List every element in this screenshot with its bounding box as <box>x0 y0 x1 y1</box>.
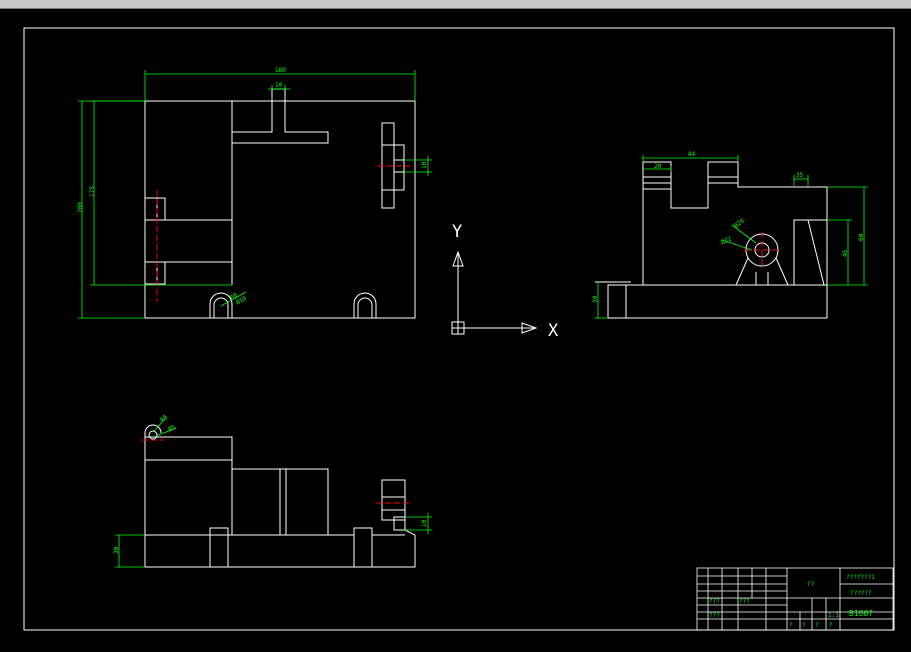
front-view-dimensions <box>78 70 432 319</box>
title-bottom-label-4: ? <box>829 622 833 629</box>
side-dim-hole-d: Ø22 <box>720 235 733 246</box>
top-view-centerlines <box>142 439 412 504</box>
title-bottom-label-2: ? <box>802 622 806 629</box>
top-dim-hole-r: R8 <box>159 413 169 423</box>
top-dim-right-h: 10 <box>421 519 428 527</box>
front-dim-slot: 10 <box>275 82 283 89</box>
title-block <box>696 567 894 631</box>
ucs-icon <box>451 250 538 335</box>
top-view-dimension-text: 30 10 R8 Ø5 <box>113 413 428 554</box>
front-view-dimension-text: 180 10 200 175 10 R8 Ø10 <box>77 67 428 306</box>
side-view-dimensions <box>595 155 868 319</box>
front-dim-hole-d: Ø10 <box>235 295 248 307</box>
cad-drawing-canvas[interactable]: 180 10 200 175 10 R8 Ø10 Y X <box>0 8 911 652</box>
side-dim-left-h: 30 <box>592 295 599 303</box>
ucs-x-label: X <box>548 321 559 341</box>
ucs-labels: Y X <box>452 222 559 341</box>
title-row-label-1: ??? <box>709 598 720 605</box>
side-view-centerlines <box>744 232 780 268</box>
title-drawing-name: ?? <box>807 581 815 588</box>
side-view <box>595 161 828 319</box>
title-company-line2: ?????? <box>850 590 872 597</box>
front-view-outline <box>144 100 416 319</box>
title-drawing-number: B1007 <box>849 609 873 618</box>
side-dim-top-step: 20 <box>654 163 662 170</box>
title-block-text: ?? ???????1 ?????? B1007 1:1 ??? ??? ???… <box>709 574 875 629</box>
top-view <box>144 424 416 568</box>
window-top-bar <box>0 0 911 9</box>
top-dim-hole-d: Ø5 <box>167 424 177 434</box>
title-row-label-3: ??? <box>739 598 750 605</box>
front-dim-right-small: 10 <box>421 161 428 169</box>
side-dim-right-h1: 60 <box>858 233 865 241</box>
side-dim-right-h2: 45 <box>842 249 849 257</box>
front-view <box>144 88 416 319</box>
front-dim-width: 180 <box>275 67 286 74</box>
side-view-dimension-text: 84 20 35 60 45 30 R20 Ø22 <box>592 151 865 303</box>
front-dim-hole-r: R8 <box>229 292 239 302</box>
side-dim-hole-r: R20 <box>733 217 746 230</box>
front-dim-height-outer: 200 <box>77 202 84 213</box>
front-dim-height-inner: 175 <box>89 186 96 197</box>
top-view-dimensions <box>115 417 432 568</box>
top-dim-left-h: 30 <box>113 546 120 554</box>
side-dim-right-top: 35 <box>796 172 804 179</box>
title-bottom-label-3: ? <box>815 622 819 629</box>
title-bottom-label-1: ? <box>789 622 793 629</box>
title-row-label-2: ??? <box>709 612 720 619</box>
drawing-border <box>23 27 895 631</box>
front-view-centerlines <box>156 165 410 302</box>
ucs-y-label: Y <box>452 222 462 242</box>
side-dim-top-width: 84 <box>688 151 696 158</box>
title-cell-scale: 1:1 <box>828 612 839 619</box>
title-company-line1: ???????1 <box>846 574 875 581</box>
